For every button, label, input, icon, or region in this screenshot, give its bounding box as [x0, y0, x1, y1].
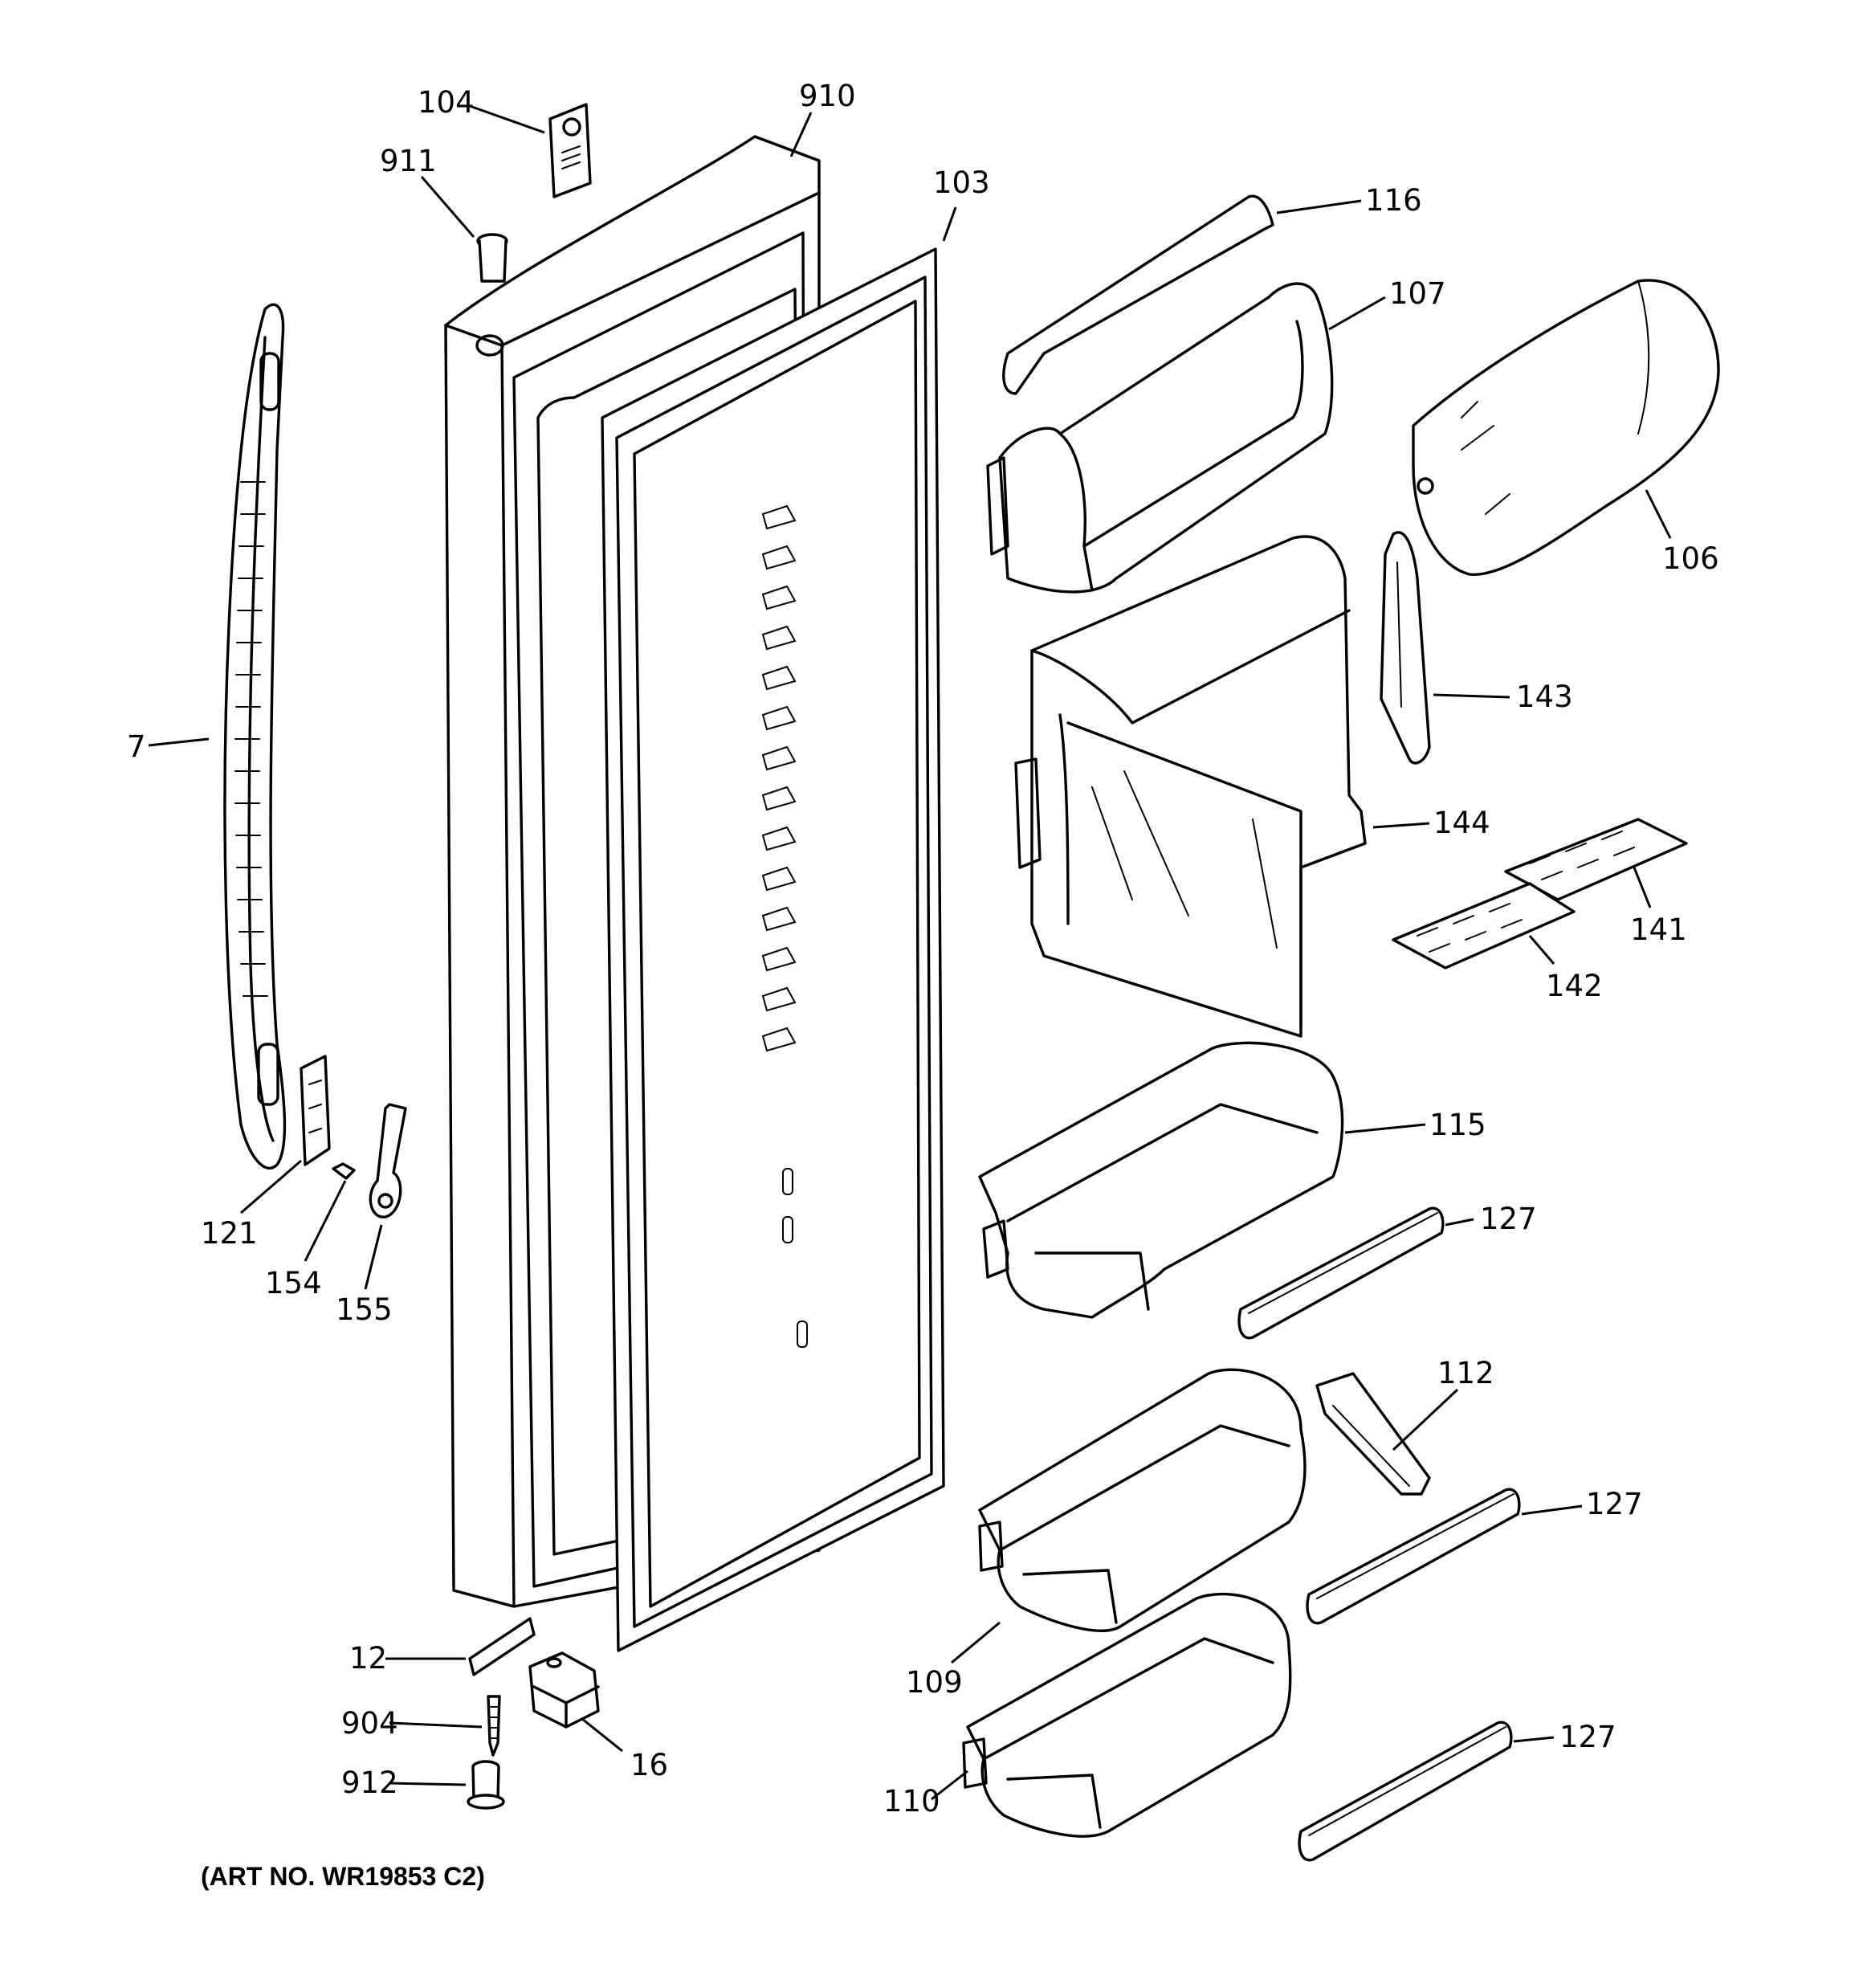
leader-16 — [581, 1717, 623, 1753]
callout-16: 16 — [630, 1748, 668, 1782]
callout-911: 911 — [380, 144, 437, 178]
leader-112 — [1392, 1388, 1459, 1451]
plug-part — [476, 233, 508, 283]
hinge-screw-part — [487, 1695, 501, 1757]
leader-127a — [1445, 1218, 1474, 1227]
shelf-support-bumps — [761, 504, 808, 1348]
leader-106 — [1645, 489, 1672, 539]
door-bin-110-part — [962, 1592, 1292, 1838]
callout-109: 109 — [906, 1665, 963, 1700]
door-bin-107-part — [986, 282, 1334, 594]
badge-part — [548, 103, 592, 198]
callout-106: 106 — [1662, 541, 1719, 576]
bin-front-127a-part — [1237, 1206, 1445, 1340]
door-liner-gasket-part — [601, 247, 945, 1652]
callout-144: 144 — [1433, 806, 1490, 840]
callout-115: 115 — [1429, 1108, 1486, 1142]
leader-115 — [1344, 1123, 1426, 1134]
leader-904 — [389, 1721, 483, 1729]
leader-109 — [951, 1621, 1001, 1664]
door-bin-109-part — [978, 1368, 1307, 1632]
leader-154 — [304, 1180, 347, 1262]
hinge-plate-part — [468, 1617, 536, 1676]
leader-912 — [389, 1782, 467, 1786]
clip-112-part — [1315, 1372, 1431, 1496]
callout-910: 910 — [799, 79, 856, 113]
leader-142 — [1528, 935, 1555, 965]
callout-912: 912 — [341, 1766, 398, 1800]
callout-127-c: 127 — [1559, 1720, 1616, 1754]
callout-141: 141 — [1630, 912, 1687, 947]
callout-107: 107 — [1389, 276, 1446, 311]
art-number-caption: (ART NO. WR19853 C2) — [201, 1862, 485, 1891]
leader-911 — [420, 176, 475, 238]
screw-part — [332, 1162, 356, 1180]
callout-110: 110 — [883, 1784, 940, 1819]
leader-155 — [364, 1224, 383, 1290]
callout-904: 904 — [341, 1706, 398, 1741]
leader-103 — [942, 206, 957, 242]
hinge-pin-part — [467, 1760, 505, 1810]
callout-103: 103 — [933, 165, 990, 200]
leader-144 — [1372, 822, 1430, 829]
callout-143: 143 — [1516, 680, 1573, 714]
callout-155: 155 — [336, 1292, 393, 1327]
leader-127c — [1513, 1736, 1555, 1743]
door-handle-part — [223, 303, 287, 1170]
callout-116: 116 — [1365, 183, 1422, 218]
callout-112: 112 — [1437, 1356, 1494, 1390]
bin-front-127b-part — [1306, 1488, 1521, 1625]
leader-121 — [240, 1159, 302, 1214]
leader-110 — [931, 1770, 968, 1801]
callout-12: 12 — [349, 1641, 387, 1676]
bin-trim-part — [1002, 194, 1274, 395]
leader-104 — [469, 104, 545, 134]
handle-grip-ridges — [234, 481, 268, 997]
leader-143 — [1433, 693, 1510, 699]
leader-7 — [148, 737, 210, 747]
clip-143-part — [1380, 531, 1431, 765]
callout-121: 121 — [201, 1216, 258, 1251]
hinge-block-part — [528, 1651, 600, 1729]
leader-910 — [789, 112, 813, 157]
dispenser-bin-part — [1014, 535, 1367, 1038]
bin-front-127c-part — [1298, 1721, 1513, 1862]
door-bin-106-part — [1412, 279, 1720, 576]
wrench-tool-part — [369, 1103, 407, 1219]
leader-141 — [1633, 867, 1652, 908]
leader-lines — [148, 104, 1672, 1801]
callout-labels: 104 910 911 103 116 107 106 143 144 141 … — [127, 79, 1719, 1819]
hinge-bracket-part — [300, 1055, 331, 1166]
door-bin-115-part — [978, 1041, 1344, 1319]
callout-127-b: 127 — [1586, 1487, 1643, 1521]
leader-107 — [1328, 296, 1386, 331]
callout-154: 154 — [265, 1266, 322, 1300]
leader-127b — [1521, 1504, 1583, 1516]
callout-7: 7 — [127, 729, 146, 764]
egg-tray-142-part — [1392, 882, 1576, 970]
callout-127-a: 127 — [1480, 1202, 1537, 1236]
leader-116 — [1276, 199, 1362, 214]
callout-104: 104 — [418, 85, 475, 120]
callout-142: 142 — [1546, 969, 1603, 1003]
